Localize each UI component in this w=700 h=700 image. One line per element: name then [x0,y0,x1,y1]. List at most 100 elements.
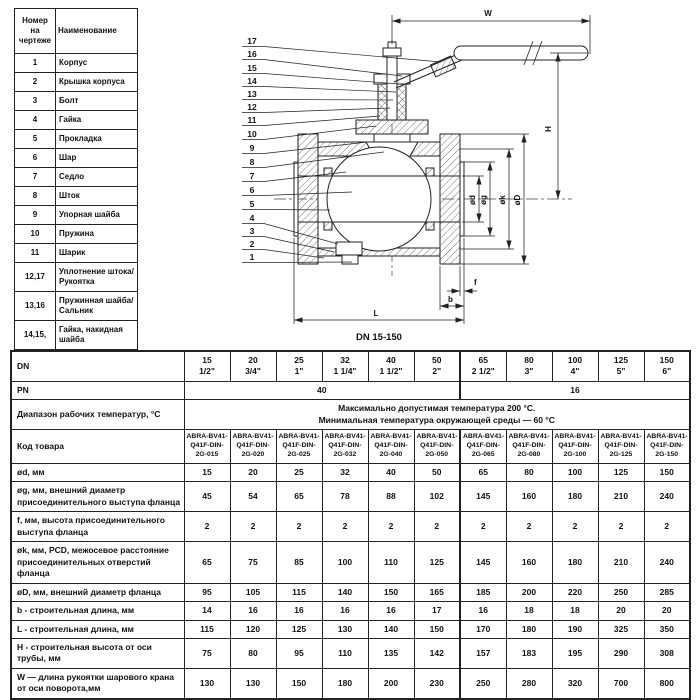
spec-cell: 210 [597,481,645,513]
spec-cell: 230 [413,667,461,700]
callout-number: 6 [250,185,255,195]
drain-plug [335,241,363,256]
part-number: 10 [14,224,56,244]
break-mark [523,40,534,66]
callout-number: 3 [250,226,255,236]
spec-cell: 2 [597,511,645,543]
part-name: Пружина [55,224,138,244]
spec-cell: 85 [275,541,323,584]
code-cell: ABRA-BV41-Q41F-DIN-2G-025 [275,429,323,464]
spec-cell: 20 [597,601,645,621]
spec-cell: 150 [643,462,691,483]
callout-number: 12 [247,102,257,112]
spec-cell: 2 [367,511,415,543]
spec-cell: 308 [643,637,691,669]
spec-cell: 80 [505,462,553,483]
part-name: Гайка [55,110,138,130]
drawing-caption: DN 15-150 [356,332,402,343]
callout-number: 16 [247,49,257,59]
pn-label: PN [10,380,185,401]
spec-cell: 2 [551,511,599,543]
spec-cell: 17 [413,601,461,621]
callout-number: 11 [248,115,257,125]
spec-cell: 250 [597,582,645,603]
dn-inch: 3" [524,366,534,377]
callout-leader [242,249,325,259]
spec-cell: 2 [459,511,507,543]
spec-cell: 16 [275,601,323,621]
code-line: 2G-020 [241,451,265,458]
callout-leader [242,107,391,113]
code-line: Q41F-DIN- [650,442,684,450]
spec-row-label: ød, мм [10,462,185,483]
spec-cell: 110 [321,637,369,669]
seat [323,167,333,177]
part-name: Прокладка [55,129,138,149]
temp-line: Минимальная температура окружающей среды… [318,414,555,425]
code-line: Q41F-DIN- [466,442,500,450]
spec-cell: 140 [321,582,369,603]
spec-row: f, мм, высота присоединительного выступа… [10,511,691,543]
spec-row-label: W — длина рукоятки шарового крана от оси… [10,667,185,700]
dn-mm: 50 [432,355,442,365]
dn-inch: 1 1/4" [333,366,357,377]
code-line: Q41F-DIN- [190,442,224,450]
part-number: 8 [14,186,56,206]
spec-row: H - строительная высота от оси трубы, мм… [10,637,691,669]
code-line: ABRA-BV41- [186,433,228,441]
right-raised-face [459,161,465,237]
callout-leader [242,191,353,196]
code-line: ABRA-BV41- [324,433,366,441]
part-number: 3 [14,91,56,111]
spec-cell: 180 [505,619,553,639]
code-line: Q41F-DIN- [512,442,546,450]
dn-inch: 1 1/2" [379,366,403,377]
part-name: Упорная шайба [55,205,138,225]
callout-number: 10 [247,129,257,139]
part-number: 9 [14,205,56,225]
part-name: Корпус [55,53,138,73]
dn-mm: 15 [202,355,212,365]
spec-cell: 145 [459,541,507,584]
callout-number: 13 [247,89,257,99]
spec-cell: 16 [459,601,507,621]
spec-cell: 180 [321,667,369,700]
spec-row-label: b - строительная длина, мм [10,601,185,621]
temp-value: Максимально допустимая температура 200 °… [183,399,691,431]
dim-D-label: øD [513,194,522,205]
code-cell: ABRA-BV41-Q41F-DIN-2G-050 [413,429,461,464]
spec-cell: 80 [229,637,277,669]
spec-cell: 800 [643,667,691,700]
dn-mm: 40 [386,355,396,365]
spec-cell: 320 [551,667,599,700]
code-cell: ABRA-BV41-Q41F-DIN-2G-080 [505,429,553,464]
spec-cell: 165 [413,582,461,603]
part-number: 1 [14,53,56,73]
spec-cell: 18 [505,601,553,621]
pn-cell: 40 [183,380,461,401]
spec-cell: 280 [505,667,553,700]
spec-cell: 18 [551,601,599,621]
callout-leader [242,86,397,93]
callout-number: 4 [250,213,255,223]
callout-number: 15 [247,63,257,73]
left-raised-face [293,161,299,237]
part-number: 4 [14,110,56,130]
code-line: 2G-065 [471,451,495,458]
spec-cell: 115 [183,619,231,639]
callout-leader [242,125,377,140]
part-number: 6 [14,148,56,168]
spec-cell: 2 [643,511,691,543]
code-line: ABRA-BV41- [554,433,596,441]
